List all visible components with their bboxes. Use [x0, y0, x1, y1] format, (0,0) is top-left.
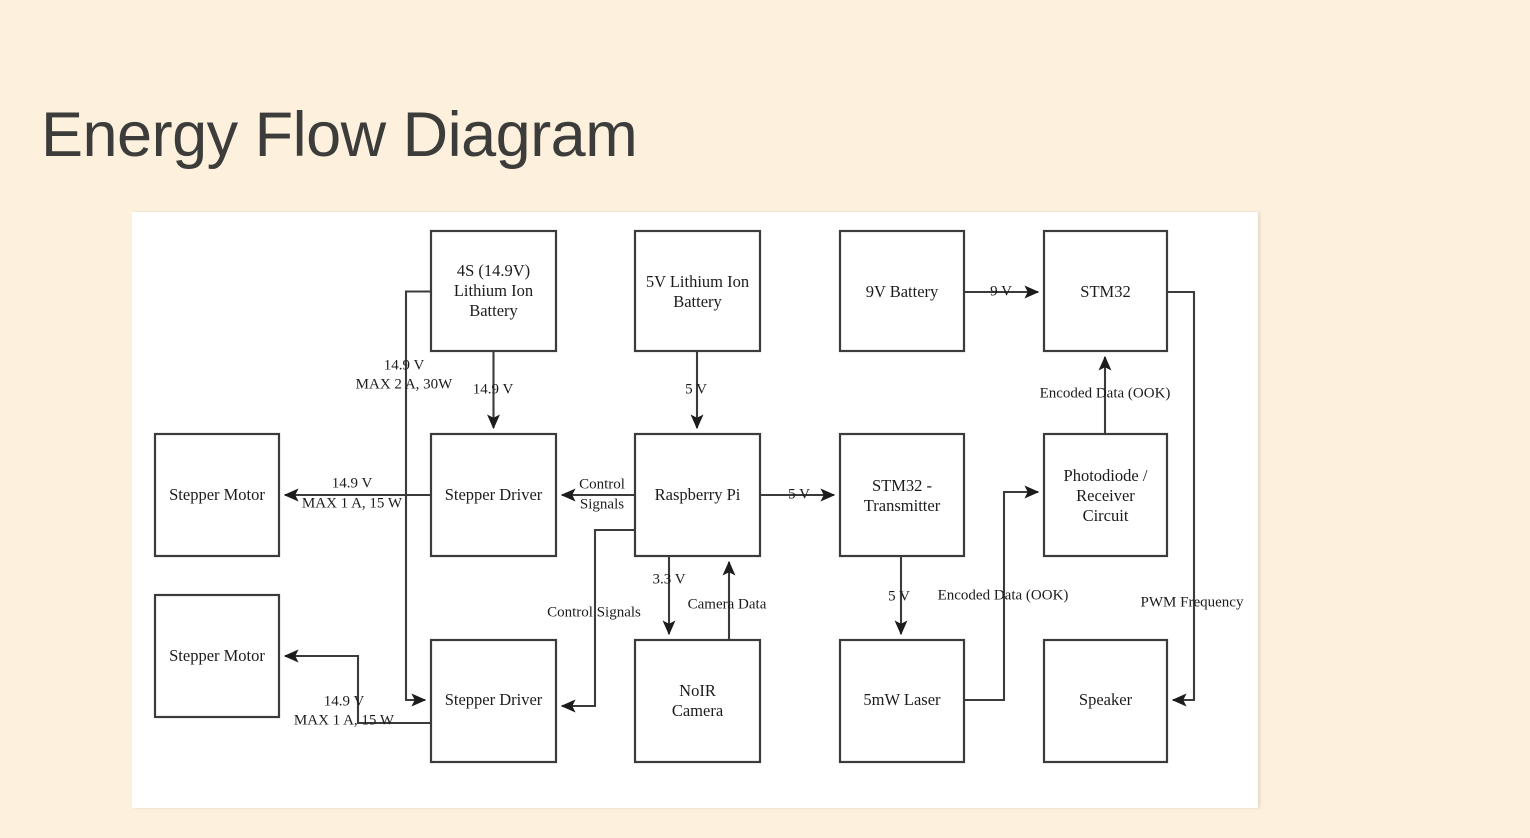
edge-label-rpi-driver2: Control Signals: [547, 604, 641, 620]
edge-label-driver2-motor2-line1: 14.9 V: [324, 693, 365, 709]
edge-label-driver1-motor1-line1: 14.9 V: [332, 475, 373, 491]
node-batt4s[interactable]: 4S (14.9V) Lithium Ion Battery: [429, 229, 558, 353]
edge-label-rpi-driver1-line1: Control: [579, 476, 625, 492]
edge-label-driver1-motor1-line2: MAX 1 A, 15 W: [302, 495, 403, 511]
edge-rpi-driver1: Control Signals: [560, 476, 635, 512]
edge-label-rpi-camera: 3.3 V: [652, 571, 685, 587]
edge-label-batt4s-driver1: 14.9 V: [473, 381, 514, 397]
page-title: Energy Flow Diagram: [41, 100, 638, 171]
edge-driver1-motor1: 14.9 V MAX 1 A, 15 W: [283, 475, 431, 511]
edge-label-batt5v-rpi: 5 V: [685, 381, 707, 397]
node-photodiode-label-2: Receiver: [1076, 486, 1135, 505]
edge-label-rpi-stm32tx: 5 V: [788, 486, 810, 502]
edge-batt5v-rpi: 5 V: [685, 351, 707, 430]
edge-batt4s-driver1: 14.9 V: [473, 351, 514, 430]
edge-stm32tx-laser: 5 V: [888, 556, 910, 636]
edge-label-camera-rpi: Camera Data: [688, 596, 767, 612]
node-camera[interactable]: NoIR Camera: [633, 638, 762, 764]
node-batt4s-label-1: 4S (14.9V): [457, 261, 530, 280]
node-rpi-label: Raspberry Pi: [655, 485, 741, 504]
node-motor2-label: Stepper Motor: [169, 646, 265, 665]
node-photodiode-label-3: Circuit: [1083, 506, 1129, 525]
edge-label-rpi-driver1-line2: Signals: [580, 496, 624, 512]
edge-label-stm32tx-laser: 5 V: [888, 588, 910, 604]
node-batt9v-label: 9V Battery: [866, 282, 939, 301]
edge-photodiode-stm32: Encoded Data (OOK): [1040, 355, 1171, 434]
edge-laser-photodiode: Encoded Data (OOK): [938, 485, 1069, 702]
edge-rpi-camera: 3.3 V: [652, 556, 686, 636]
node-batt4s-label-2: Lithium Ion: [454, 281, 533, 300]
node-rpi[interactable]: Raspberry Pi: [633, 432, 762, 558]
edge-label-driver2-motor2-line2: MAX 1 A, 15 W: [294, 712, 395, 728]
node-motor1[interactable]: Stepper Motor: [153, 432, 281, 558]
node-laser-label: 5mW Laser: [863, 690, 941, 709]
energy-flow-diagram: 14.9 V 14.9 V MAX 2 A, 30W 14.9 V MAX 1 …: [153, 229, 1244, 764]
node-batt4s-label-3: Battery: [469, 301, 518, 320]
node-driver1-label: Stepper Driver: [445, 485, 543, 504]
edge-rpi-driver2: Control Signals: [547, 528, 641, 713]
node-driver1[interactable]: Stepper Driver: [429, 432, 558, 558]
edge-label-batt4s-driver2-line1: 14.9 V: [384, 357, 425, 373]
node-photodiode[interactable]: Photodiode / Receiver Circuit: [1042, 432, 1169, 558]
node-stm32tx-label-1: STM32 -: [872, 476, 932, 495]
edge-label-photodiode-stm32: Encoded Data (OOK): [1040, 385, 1171, 401]
node-motor2[interactable]: Stepper Motor: [153, 593, 281, 719]
node-camera-label-1: NoIR: [679, 681, 716, 700]
node-speaker[interactable]: Speaker: [1042, 638, 1169, 764]
node-stm32tx-label-2: Transmitter: [864, 496, 941, 515]
node-laser[interactable]: 5mW Laser: [838, 638, 966, 764]
node-stm32-label: STM32: [1080, 282, 1130, 301]
node-stm32[interactable]: STM32: [1042, 229, 1169, 353]
edge-label-batt4s-driver2-line2: MAX 2 A, 30W: [356, 376, 454, 392]
node-camera-label-2: Camera: [672, 701, 724, 720]
diagram-canvas: 14.9 V 14.9 V MAX 2 A, 30W 14.9 V MAX 1 …: [132, 212, 1258, 808]
edge-batt9v-stm32: 9 V: [964, 283, 1040, 299]
node-batt9v[interactable]: 9V Battery: [838, 229, 966, 353]
edge-stm32-speaker: PWM Frequency: [1141, 290, 1244, 707]
node-batt5v[interactable]: 5V Lithium Ion Battery: [633, 229, 762, 353]
edge-label-batt9v-stm32: 9 V: [990, 283, 1012, 299]
node-driver2-label: Stepper Driver: [445, 690, 543, 709]
node-motor1-label: Stepper Motor: [169, 485, 265, 504]
edge-label-laser-photodiode: Encoded Data (OOK): [938, 587, 1069, 603]
edge-rpi-stm32tx: 5 V: [760, 486, 836, 502]
node-speaker-label: Speaker: [1079, 690, 1133, 709]
node-driver2[interactable]: Stepper Driver: [429, 638, 558, 764]
edge-driver2-motor2: 14.9 V MAX 1 A, 15 W: [283, 649, 431, 728]
edge-camera-rpi: Camera Data: [688, 560, 767, 640]
node-stm32tx[interactable]: STM32 - Transmitter: [838, 432, 966, 558]
edge-label-stm32-speaker: PWM Frequency: [1141, 594, 1244, 610]
node-batt5v-label-2: Battery: [673, 292, 722, 311]
node-photodiode-label-1: Photodiode /: [1064, 466, 1148, 485]
node-batt5v-label-1: 5V Lithium Ion: [646, 272, 749, 291]
